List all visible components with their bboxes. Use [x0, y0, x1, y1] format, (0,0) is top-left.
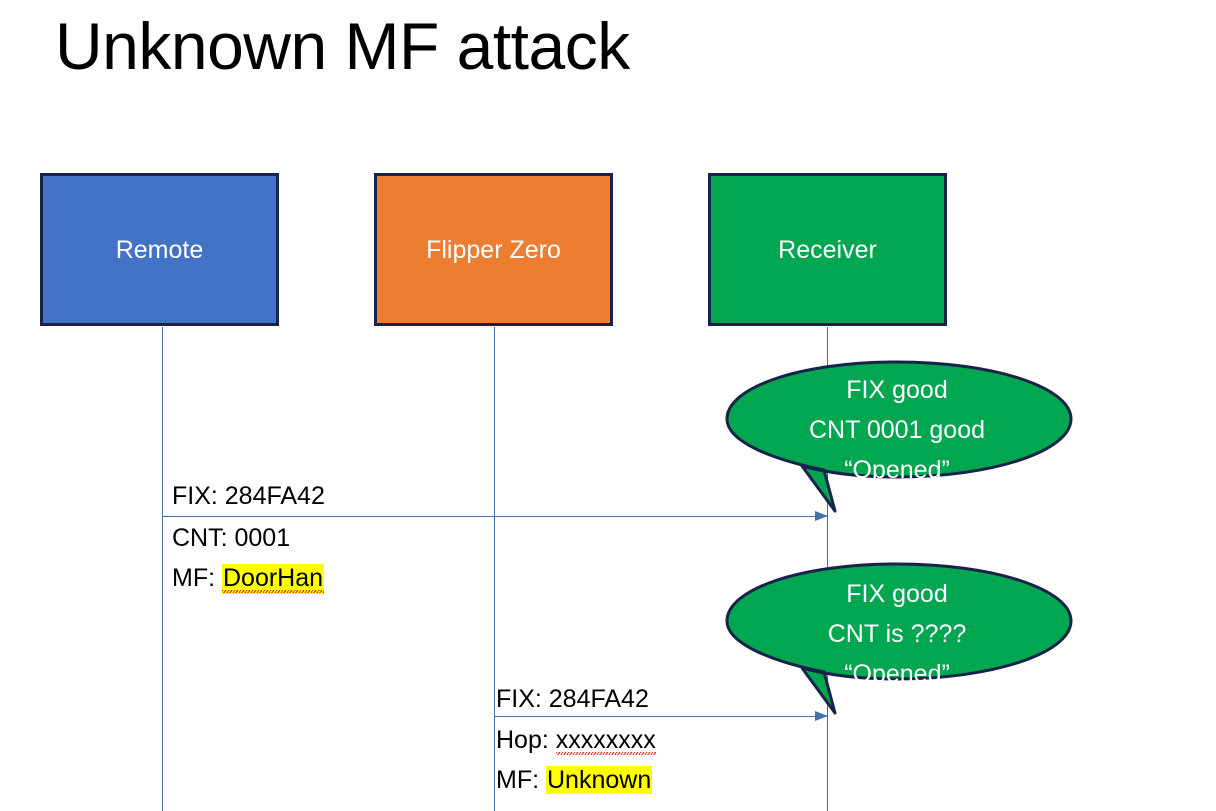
lifeline-remote: [162, 327, 163, 811]
actor-box-remote[interactable]: Remote: [40, 173, 279, 326]
message-line-mf: MF: Unknown: [496, 760, 656, 800]
callout-bubble-second: FIX good CNT is ???? “Opened”: [723, 562, 1075, 719]
actor-label-remote: Remote: [115, 235, 204, 264]
message-arrow-flipper-to-receiver: [494, 711, 828, 721]
actor-box-receiver[interactable]: Receiver: [708, 173, 947, 326]
actor-box-flipper-zero[interactable]: Flipper Zero: [374, 173, 613, 326]
callout-bubble-first: FIX good CNT 0001 good “Opened”: [723, 360, 1075, 517]
lifeline-flipper: [494, 327, 495, 811]
arrow-head-icon: [815, 711, 828, 721]
message-label-flipper-fix: FIX: 284FA42: [496, 679, 649, 719]
callout-shape-icon: [725, 562, 1073, 715]
message-hop-value: xxxxxxxx: [555, 726, 656, 756]
message-line-mf: MF: DoorHan: [172, 558, 325, 598]
message-line-cnt: CNT: 0001: [172, 524, 291, 552]
message-line-hop: Hop: xxxxxxxx: [496, 720, 656, 760]
message-mf-value-highlight: DoorHan: [222, 564, 325, 594]
message-label-flipper-details: Hop: xxxxxxxx MF: Unknown: [496, 720, 656, 800]
page-title: Unknown MF attack: [55, 9, 630, 83]
message-mf-prefix: MF:: [496, 766, 546, 794]
message-arrow-remote-to-receiver: [162, 511, 828, 521]
callout-shape-icon: [725, 360, 1073, 513]
message-label-remote-fix: FIX: 284FA42: [172, 476, 325, 516]
arrow-head-icon: [815, 511, 828, 521]
message-line-fix: FIX: 284FA42: [496, 685, 649, 713]
actor-label-flipper-zero: Flipper Zero: [426, 235, 561, 264]
message-mf-value-highlight: Unknown: [546, 766, 653, 794]
message-line-fix: FIX: 284FA42: [172, 482, 325, 510]
message-hop-prefix: Hop:: [496, 726, 556, 754]
actor-label-receiver: Receiver: [778, 235, 877, 264]
message-mf-prefix: MF:: [172, 564, 222, 592]
message-label-remote-details: CNT: 0001 MF: DoorHan: [172, 518, 325, 598]
